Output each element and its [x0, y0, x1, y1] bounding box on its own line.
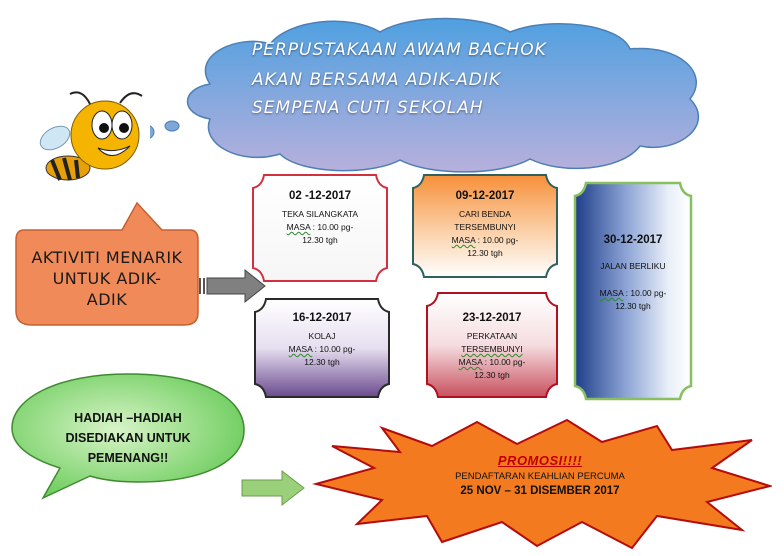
- time-range: : 10.00 pg-: [482, 357, 526, 367]
- event-date: 23-12-2017: [462, 312, 522, 324]
- event-title: CARI BENDA: [459, 209, 511, 219]
- arrow-right-icon: [241, 469, 305, 507]
- prize-callout: [11, 373, 245, 500]
- event-date: 16-12-2017: [292, 312, 352, 324]
- bee-mascot-icon: [39, 91, 143, 181]
- time-label: MASA: [599, 288, 624, 298]
- event-date: 30-12-2017: [603, 234, 663, 246]
- event-card: 02 -12-2017 TEKA SILANGKATA MASA : 10.00…: [250, 172, 390, 284]
- time-label: MASA: [288, 344, 313, 354]
- arrow-right-icon: [199, 268, 266, 304]
- activity-callout: [15, 201, 199, 326]
- event-card: 23-12-2017 PERKATAAN TERSEMBUNYI MASA : …: [424, 290, 560, 400]
- event-title: JALAN BERLIKU: [600, 261, 666, 271]
- event-title: PERKATAAN: [466, 331, 518, 341]
- promo-line-2: 25 NOV – 31 DISEMBER 2017: [460, 485, 620, 497]
- event-date: 02 -12-2017: [288, 190, 352, 202]
- time-end: 12.30 tgh: [615, 301, 651, 311]
- time-label: MASA: [451, 235, 476, 245]
- time-end: 12.30 tgh: [474, 370, 510, 380]
- event-card: 09-12-2017 CARI BENDA TERSEMBUNYI MASA :…: [410, 172, 560, 280]
- time-label: MASA: [458, 357, 483, 367]
- time-range: : 10.00 pg-: [623, 288, 667, 298]
- event-title: TEKA SILANGKATA: [281, 209, 359, 219]
- prize-line-3: PEMENANG!!: [87, 451, 169, 465]
- activity-line-1: AKTIVITI MENARIK: [31, 248, 183, 267]
- time-end: 12.30 tgh: [304, 357, 340, 367]
- event-card: 16-12-2017 KOLAJ MASA : 10.00 pg- 12.30 …: [252, 296, 392, 400]
- time-range: : 10.00 pg-: [312, 344, 356, 354]
- banner-line-2: AKAN BERSAMA ADIK-ADIK: [252, 70, 502, 90]
- time-range: : 10.00 pg-: [310, 222, 354, 232]
- time-end: 12.30 tgh: [302, 235, 338, 245]
- activity-text: AKTIVITI MENARIK UNTUK ADIK- ADIK: [22, 247, 192, 310]
- prize-line-1: HADIAH –HADIAH: [74, 411, 182, 425]
- time-end: 12.30 tgh: [467, 248, 503, 258]
- event-card: 30-12-2017 JALAN BERLIKU MASA : 10.00 pg…: [572, 180, 694, 402]
- promo-burst: [312, 418, 772, 550]
- promo-text: PROMOSI!!!! PENDAFTARAN KEAHLIAN PERCUMA…: [405, 453, 675, 497]
- banner-line-1: PERPUSTAKAAN AWAM BACHOK: [252, 40, 547, 60]
- prize-line-2: DISEDIAKAN UNTUK: [65, 431, 191, 445]
- speech-cloud: [150, 17, 700, 173]
- prize-text: HADIAH –HADIAH DISEDIAKAN UNTUK PEMENANG…: [38, 408, 218, 468]
- time-range: : 10.00 pg-: [475, 235, 519, 245]
- promo-title: PROMOSI!!!!: [497, 453, 583, 468]
- event-title-2: TERSEMBUNYI: [461, 344, 523, 354]
- activity-line-3: ADIK: [86, 290, 128, 309]
- promo-line-1: PENDAFTARAN KEAHLIAN PERCUMA: [455, 471, 625, 482]
- event-title-2: TERSEMBUNYI: [454, 222, 516, 232]
- time-label: MASA: [286, 222, 311, 232]
- activity-line-2: UNTUK ADIK-: [52, 269, 162, 288]
- event-title: KOLAJ: [308, 331, 336, 341]
- event-date: 09-12-2017: [455, 190, 515, 202]
- banner-line-3: SEMPENA CUTI SEKOLAH: [252, 98, 484, 118]
